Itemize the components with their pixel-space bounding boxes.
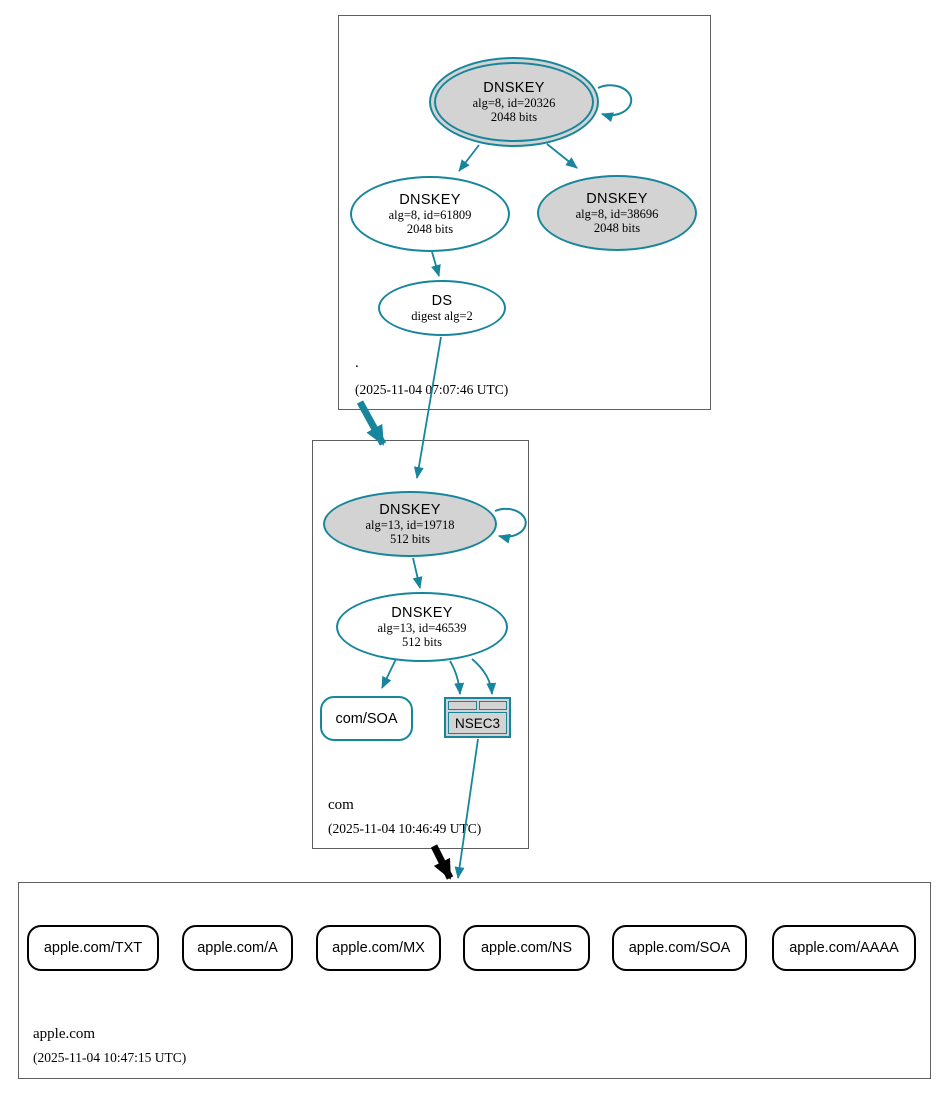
- node-com-soa: com/SOA: [320, 696, 413, 741]
- node-type-label: DNSKEY: [483, 80, 545, 96]
- zone-timestamp-com: (2025-11-04 10:46:49 UTC): [328, 821, 482, 836]
- node-type-label: DNSKEY: [586, 191, 648, 207]
- node-apple-soa: apple.com/SOA: [612, 925, 747, 971]
- nsec3-header-row: [448, 701, 507, 710]
- node-apple-txt: apple.com/TXT: [27, 925, 159, 971]
- nsec3-cell-left: [448, 701, 477, 710]
- node-alg-id: alg=8, id=20326: [472, 96, 556, 110]
- node-bits: 2048 bits: [490, 110, 538, 124]
- zone-timestamp-apple: (2025-11-04 10:47:15 UTC): [33, 1050, 187, 1065]
- edge-insecure-delegation-com-apple: [430, 844, 454, 880]
- node-alg-id: alg=8, id=61809: [388, 208, 472, 222]
- nsec3-cell-right: [478, 701, 507, 710]
- node-type-label: DNSKEY: [391, 605, 453, 621]
- node-type-label: DNSKEY: [379, 502, 441, 518]
- node-apple-mx: apple.com/MX: [316, 925, 441, 971]
- zone-box-root: [338, 15, 711, 410]
- node-apple-ns: apple.com/NS: [463, 925, 590, 971]
- node-dnskey-38696-root: DNSKEY alg=8, id=38696 2048 bits: [537, 175, 697, 251]
- node-alg-id: alg=8, id=38696: [575, 207, 659, 221]
- node-type-label: DS: [431, 293, 453, 309]
- node-dnskey-zsk-root: DNSKEY alg=8, id=61809 2048 bits: [350, 176, 510, 252]
- node-dnskey-ksk-root-inner: DNSKEY alg=8, id=20326 2048 bits: [434, 62, 594, 142]
- zone-name-com: com: [328, 797, 354, 813]
- nsec3-label: NSEC3: [448, 712, 507, 734]
- zone-name-root: .: [355, 355, 359, 371]
- zone-name-apple: apple.com: [33, 1026, 96, 1042]
- node-ds-com: DS digest alg=2: [378, 280, 506, 336]
- node-apple-a: apple.com/A: [182, 925, 293, 971]
- node-alg-id: alg=13, id=19718: [365, 518, 455, 532]
- node-type-label: DNSKEY: [399, 192, 461, 208]
- zone-box-apple: [18, 882, 931, 1079]
- node-dnskey-zsk-com: DNSKEY alg=13, id=46539 512 bits: [336, 592, 508, 662]
- node-digest-alg: digest alg=2: [411, 309, 473, 323]
- node-alg-id: alg=13, id=46539: [377, 621, 467, 635]
- node-bits: 512 bits: [390, 532, 430, 546]
- node-bits: 2048 bits: [593, 221, 641, 235]
- node-bits: 2048 bits: [406, 222, 454, 236]
- zone-timestamp-root: (2025-11-04 07:07:46 UTC): [355, 382, 509, 397]
- node-dnskey-ksk-com: DNSKEY alg=13, id=19718 512 bits: [323, 491, 497, 557]
- node-dnskey-ksk-root: DNSKEY alg=8, id=20326 2048 bits: [429, 57, 599, 147]
- node-apple-aaaa: apple.com/AAAA: [772, 925, 916, 971]
- node-nsec3: NSEC3: [444, 697, 511, 738]
- node-bits: 512 bits: [402, 635, 442, 649]
